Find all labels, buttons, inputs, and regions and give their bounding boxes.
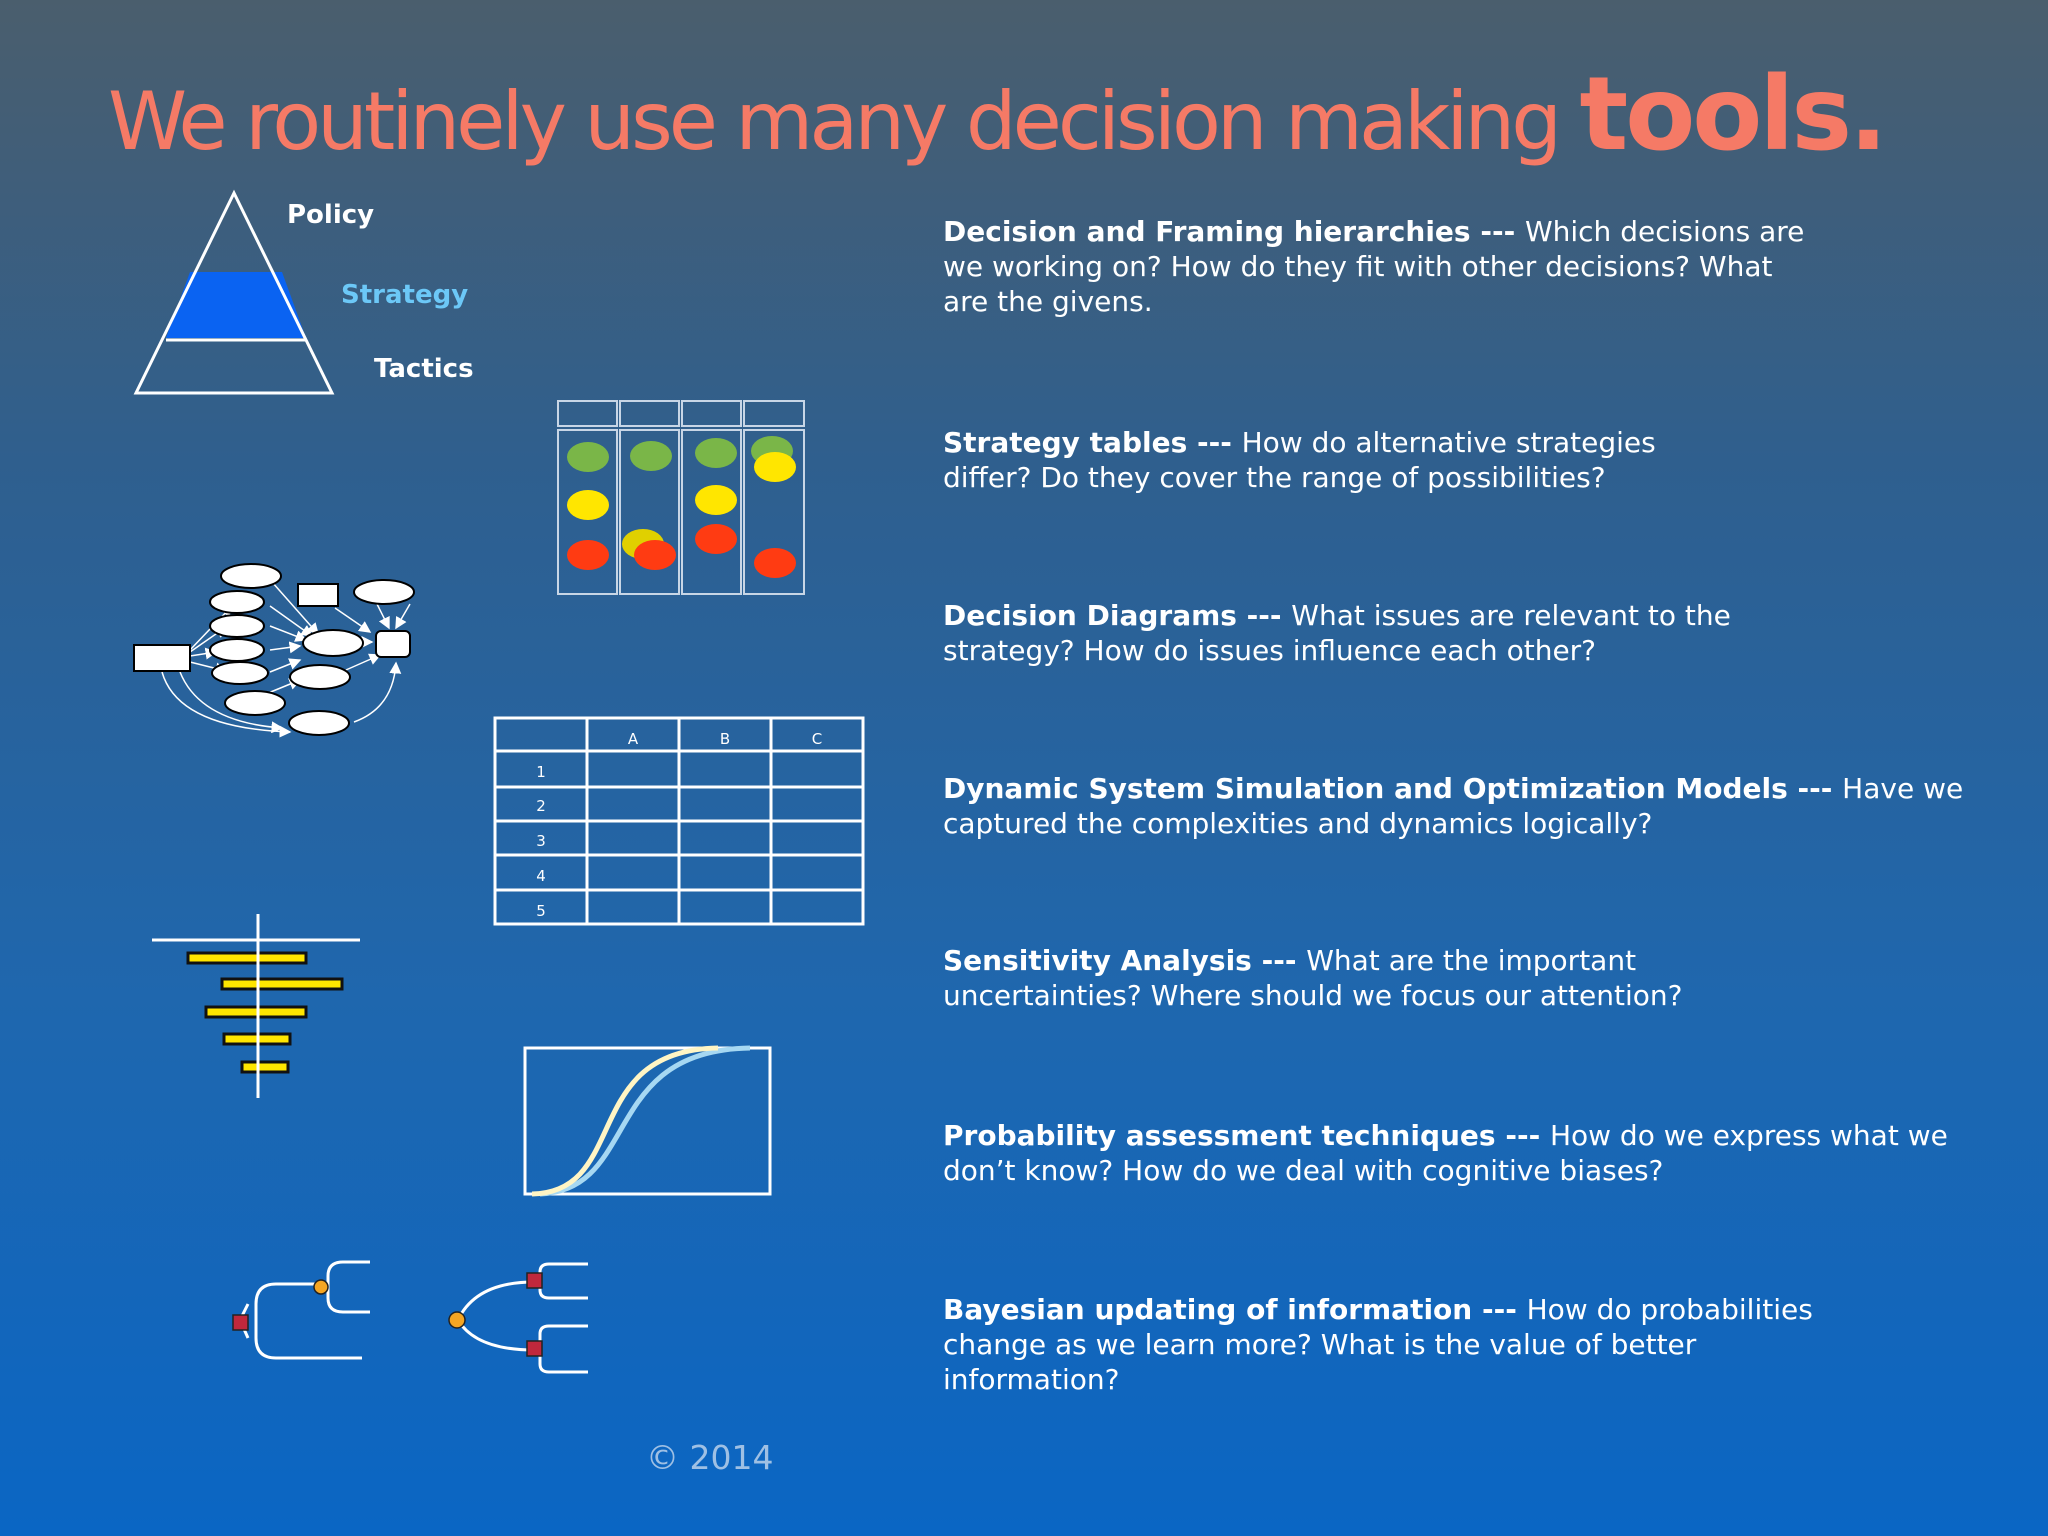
copyright-notice: © 2014	[646, 1438, 774, 1477]
tool-item-decision-framing: Decision and Framing hierarchies --- Whi…	[943, 214, 1823, 319]
tool-separator: ---	[1187, 426, 1242, 459]
tool-item-strategy-tables: Strategy tables --- How do alternative s…	[943, 425, 1723, 495]
tool-name: Strategy tables	[943, 426, 1188, 459]
row-header: 3	[536, 832, 546, 850]
decision-tree-icon	[238, 1260, 370, 1360]
pyramid-strategy-band	[166, 272, 306, 338]
option-red	[567, 540, 609, 570]
decision-hierarchy-pyramid	[133, 189, 335, 395]
option-red	[634, 540, 676, 570]
tornado-bar	[186, 951, 308, 965]
tool-item-probability-assessment: Probability assessment techniques --- Ho…	[943, 1118, 1983, 1188]
tool-separator: ---	[1472, 1293, 1527, 1326]
strategy-table-icon	[557, 400, 805, 595]
chance-node	[448, 1311, 466, 1329]
row-header: 4	[536, 867, 546, 885]
column-header: B	[720, 730, 730, 748]
tool-question: Which decisions are we working on? How d…	[943, 215, 1805, 318]
tool-item-sensitivity-analysis: Sensitivity Analysis --- What are the im…	[943, 943, 1803, 1013]
row-header: 2	[536, 797, 546, 815]
tool-name: Probability assessment techniques	[943, 1119, 1496, 1152]
decision-tree-icon	[456, 1262, 588, 1374]
column-header: A	[628, 730, 639, 748]
tornado-bar	[220, 977, 344, 991]
decision-node	[232, 1314, 249, 1331]
row-header: 1	[536, 763, 546, 781]
title-emphasis: tools.	[1579, 55, 1887, 174]
probability-curve-icon	[523, 1045, 772, 1197]
tool-question: What issues are relevant to the strategy…	[943, 599, 1731, 667]
tool-question: How do alternative strategies differ? Do…	[943, 426, 1656, 494]
tool-item-bayesian-updating: Bayesian updating of information --- How…	[943, 1292, 1843, 1397]
tool-item-decision-diagrams: Decision Diagrams --- What issues are re…	[943, 598, 1823, 668]
tool-question: How do we express what we don’t know? Ho…	[943, 1119, 1948, 1187]
tornado-bar	[240, 1060, 290, 1074]
option-red	[695, 524, 737, 554]
column-header: C	[812, 730, 822, 748]
tool-separator: ---	[1470, 215, 1525, 248]
option-green	[695, 438, 737, 468]
tool-item-simulation-models: Dynamic System Simulation and Optimizati…	[943, 771, 1993, 841]
row-header: 5	[536, 902, 546, 920]
tool-name: Dynamic System Simulation and Optimizati…	[943, 772, 1788, 805]
tool-question: Have we captured the complexities and dy…	[943, 772, 1964, 840]
tornado-diagram-icon	[152, 914, 360, 1098]
decision-node	[526, 1272, 543, 1289]
option-red	[754, 548, 796, 578]
tool-question: How do probabilities change as we learn …	[943, 1293, 1813, 1396]
tool-name: Decision and Framing hierarchies	[943, 215, 1471, 248]
option-yellow	[754, 452, 796, 482]
option-green	[630, 441, 672, 471]
influence-diagram-icon	[133, 563, 415, 738]
tool-question: What are the important uncertainties? Wh…	[943, 944, 1683, 1012]
spreadsheet-icon: A B C 1 2 3 4 5	[493, 716, 865, 926]
tornado-bar	[204, 1005, 308, 1019]
slide-title: We routinely use many decision making to…	[108, 55, 1948, 174]
tool-name: Decision Diagrams	[943, 599, 1237, 632]
tool-separator: ---	[1495, 1119, 1550, 1152]
pyramid-outline	[133, 189, 335, 395]
tool-separator: ---	[1251, 944, 1307, 977]
tool-separator: ---	[1787, 772, 1843, 805]
pyramid-label-policy: Policy	[287, 200, 375, 230]
option-green	[567, 442, 609, 472]
pyramid-label-strategy: Strategy	[341, 280, 469, 310]
tool-name: Bayesian updating of information	[943, 1293, 1473, 1326]
title-main: We routinely use many decision making	[108, 75, 1562, 168]
chance-node	[313, 1279, 329, 1295]
pyramid-label-tactics: Tactics	[374, 354, 474, 384]
tool-name: Sensitivity Analysis	[943, 944, 1252, 977]
option-yellow	[695, 485, 737, 515]
option-yellow	[567, 490, 609, 520]
decision-node	[526, 1340, 543, 1357]
tool-separator: ---	[1236, 599, 1292, 632]
